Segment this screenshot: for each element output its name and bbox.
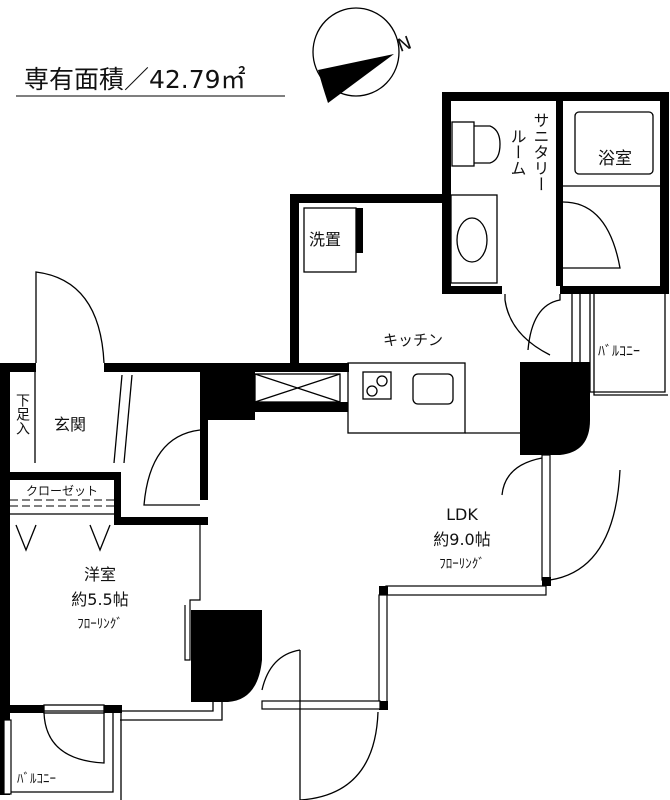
entrance-label: 玄関 — [54, 415, 86, 434]
sanitary-block: サニタリー ルーム 浴室 — [442, 92, 669, 356]
pillar — [191, 610, 262, 702]
ldk-size: 約9.0帖 — [433, 530, 490, 549]
ldk-room: LDK 約9.0帖 ﾌﾛｰﾘﾝｸﾞ — [433, 505, 490, 572]
closet-label: クローゼット — [26, 484, 98, 498]
balcony-bottom: ﾊﾞﾙｺﾆｰ — [3, 712, 122, 800]
compass-icon: N — [312, 7, 415, 103]
kitchen-label: キッチン — [383, 331, 443, 349]
closet: クローゼット — [10, 484, 114, 552]
laundry-space: 洗置 — [303, 207, 363, 273]
area-label: 専有面積／42.79㎡ — [24, 65, 246, 94]
toilet-icon — [451, 121, 501, 167]
washbasin-icon — [450, 194, 498, 284]
bath-label: 浴室 — [598, 149, 632, 169]
north-label: N — [395, 32, 415, 56]
western-size: 約5.5帖 — [71, 590, 128, 609]
bathtub-icon — [574, 111, 654, 175]
western-room: 洋室 約5.5帖 ﾌﾛｰﾘﾝｸﾞ — [71, 565, 128, 632]
western-floor: ﾌﾛｰﾘﾝｸﾞ — [77, 617, 123, 632]
laundry-label: 洗置 — [309, 230, 341, 249]
kitchen-counter — [347, 362, 520, 434]
pillar — [520, 362, 590, 455]
balcony-bottom-label: ﾊﾞﾙｺﾆｰ — [17, 772, 56, 787]
entrance-door[interactable] — [35, 271, 105, 364]
shoe-storage-label: 下足入 — [14, 393, 30, 435]
balcony-right-label: ﾊﾞﾙｺﾆｰ — [598, 344, 640, 360]
ventilation-duct — [254, 373, 348, 412]
sanitary-label-2: ルーム — [508, 128, 527, 176]
ldk-floor: ﾌﾛｰﾘﾝｸﾞ — [439, 557, 485, 572]
sanitary-label: サニタリー — [531, 112, 550, 192]
ldk-name: LDK — [446, 505, 478, 524]
western-name: 洋室 — [84, 565, 116, 584]
